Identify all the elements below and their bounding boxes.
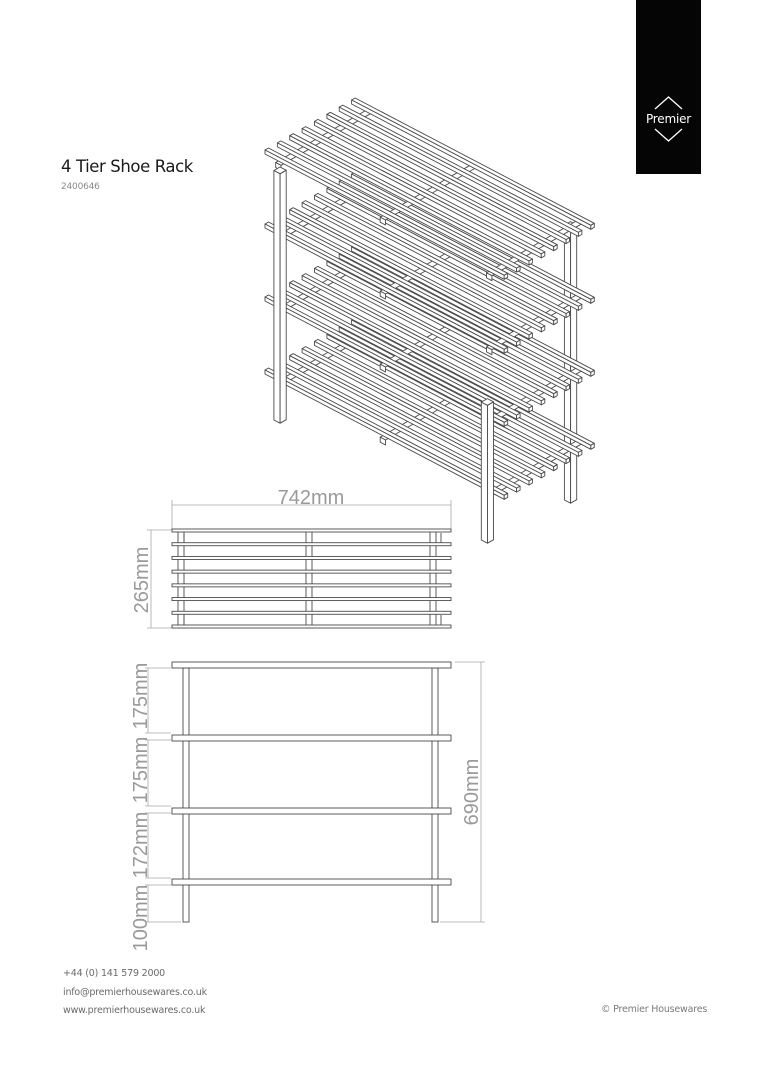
leg-height-label: 100mm [130, 885, 152, 952]
tier-gap-2-label: 175mm [130, 737, 152, 804]
product-code: 2400646 [61, 182, 100, 192]
front-elevation-view: 690mm 175mm 175mm 172mm 100mm [130, 661, 485, 952]
plan-view: 742mm 265mm [131, 487, 452, 629]
tier-gap-3-label: 172mm [130, 812, 152, 879]
website-link[interactable]: www.premierhousewares.co.uk [63, 1005, 206, 1016]
email-link[interactable]: info@premierhousewares.co.uk [63, 987, 207, 998]
depth-dimension-label: 265mm [131, 547, 153, 614]
brand-tab: Premier [636, 0, 701, 174]
product-title: 4 Tier Shoe Rack [61, 157, 193, 176]
iso-tier-1 [264, 97, 595, 282]
phone-number: +44 (0) 141 579 2000 [63, 968, 166, 979]
width-dimension-label: 742mm [278, 487, 345, 509]
tier-gap-1-label: 175mm [130, 663, 152, 730]
height-dimension-label: 690mm [461, 759, 483, 826]
copyright: © Premier Housewares [601, 1004, 708, 1015]
brand-name: Premier [645, 112, 692, 126]
premier-logo-icon [654, 96, 683, 142]
isometric-view [264, 97, 595, 544]
